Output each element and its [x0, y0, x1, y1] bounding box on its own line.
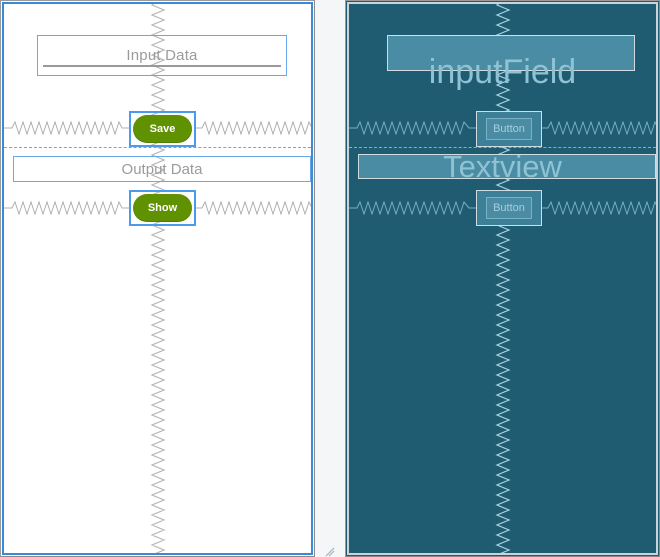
spring-guide-vertical	[149, 4, 166, 553]
top-button[interactable]: Button	[476, 111, 542, 147]
spring-guide-horizontal-left-1	[4, 120, 130, 136]
spring-guide-horizontal-right-2-dark	[542, 200, 656, 216]
bottom-button-label: Button	[493, 202, 525, 214]
spring-guide-vertical-dark	[494, 4, 511, 553]
spring-guide-horizontal-right-1-dark	[542, 120, 656, 136]
show-button-label: Show	[147, 202, 178, 214]
save-button[interactable]: Save	[133, 115, 192, 143]
save-button-selection[interactable]: Save	[129, 111, 196, 147]
preview-canvas-light[interactable]: Input Data Save Output Data Show	[2, 2, 313, 555]
top-button-label: Button	[493, 123, 525, 135]
save-button-label: Save	[149, 123, 176, 135]
input-data-field[interactable]: Input Data	[37, 35, 287, 76]
input-data-label: Input Data	[126, 47, 198, 64]
show-button-selection[interactable]: Show	[129, 190, 196, 226]
preview-panel-light[interactable]: Input Data Save Output Data Show	[0, 0, 315, 557]
panel-gutter	[316, 0, 344, 557]
bottom-button[interactable]: Button	[476, 190, 542, 226]
spring-guide-horizontal-left-2	[4, 200, 130, 216]
output-data-label: Output Data	[121, 160, 203, 178]
resize-grip-icon[interactable]	[325, 544, 335, 557]
alignment-guide-dashed-1-dark	[349, 147, 656, 148]
spring-guide-horizontal-left-1-dark	[349, 120, 477, 136]
textview-widget[interactable]	[358, 154, 656, 179]
preview-panel-dark[interactable]: inputField Button Textview Button	[345, 0, 660, 557]
spring-guide-horizontal-left-2-dark	[349, 200, 477, 216]
spring-guide-horizontal-right-2	[196, 200, 311, 216]
alignment-guide-dashed-1	[4, 147, 311, 148]
input-field-widget[interactable]	[387, 35, 635, 71]
preview-canvas-dark[interactable]: inputField Button Textview Button	[347, 2, 658, 555]
spring-guide-horizontal-right-1	[196, 120, 311, 136]
input-underline	[43, 65, 281, 67]
show-button[interactable]: Show	[133, 194, 192, 222]
top-button-inner[interactable]: Button	[486, 118, 532, 140]
bottom-button-inner[interactable]: Button	[486, 197, 532, 219]
output-data-field[interactable]: Output Data	[13, 156, 311, 182]
